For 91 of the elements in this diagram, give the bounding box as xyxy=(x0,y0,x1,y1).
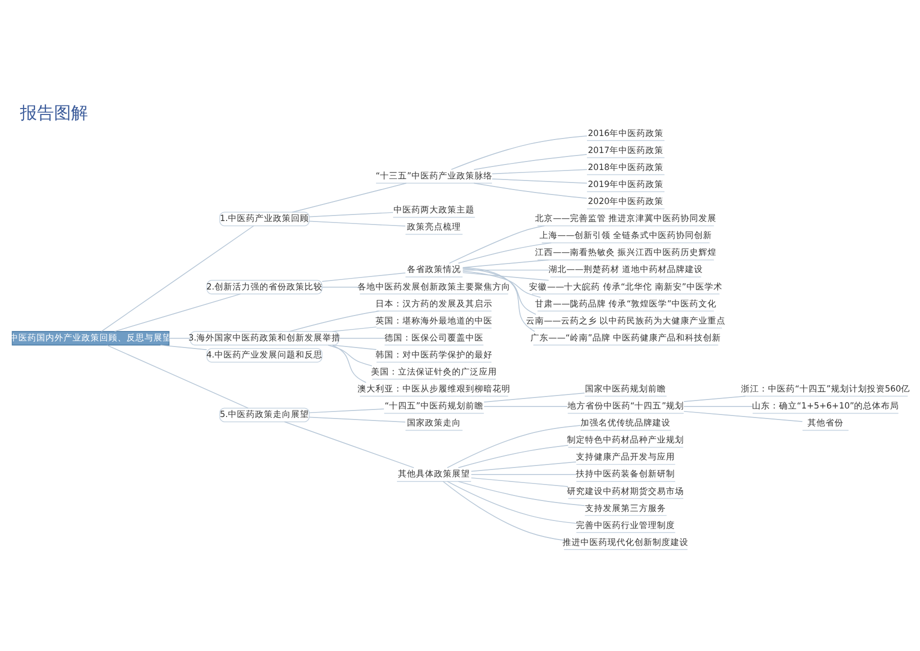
node-text: 德国：医保公司覆盖中医 xyxy=(384,333,484,344)
node-box: 1.中医药产业政策回顾 xyxy=(219,212,310,226)
connector xyxy=(448,225,545,264)
node-text: 推进中医药现代化创新制度建设 xyxy=(562,538,689,548)
node-box: 2.创新活力强的省份政策比较 xyxy=(206,280,322,294)
connector xyxy=(308,408,384,414)
connector xyxy=(470,477,568,487)
connector xyxy=(458,481,586,506)
connector xyxy=(458,444,569,468)
node-box: 5.中医药政策走向展望 xyxy=(219,408,310,422)
node-text: 国家政策走向 xyxy=(407,418,462,429)
connector xyxy=(462,268,536,315)
node-text: 韩国：对中医药学保护的最好 xyxy=(376,350,493,360)
node-text: 中医药两大政策主题 xyxy=(394,206,475,216)
node-text: 国家中医药规划前瞻 xyxy=(585,384,666,395)
node-text: 安徽——十大皖药 传承“北华佗 南新安”中医学术 xyxy=(529,282,722,292)
connector xyxy=(332,344,366,383)
node-text: 2020年中医药政策 xyxy=(588,197,664,208)
node-text: 其他省份 xyxy=(808,418,844,429)
connector xyxy=(338,338,385,339)
node-text: 山东：确立“1+5+6+10”的总体布局 xyxy=(752,402,900,412)
connector xyxy=(683,406,753,407)
connector xyxy=(446,425,581,468)
diagram-title: 报告图解 xyxy=(20,103,88,124)
node-text: 浙江：中医药“十四五”规划计划投资560亿 xyxy=(740,384,910,395)
connector xyxy=(462,272,550,281)
connector xyxy=(332,326,377,332)
connector xyxy=(308,416,406,422)
connector xyxy=(470,462,576,472)
connector xyxy=(168,338,191,339)
node-text: 上海——创新引领 全链条式中医药协同创新 xyxy=(539,231,712,242)
connector xyxy=(322,286,360,288)
connector xyxy=(473,182,588,199)
connector xyxy=(446,481,577,524)
node-text: “十三五”中医药产业政策脉络 xyxy=(376,172,492,182)
connector xyxy=(683,396,746,402)
connector xyxy=(462,270,551,271)
connector xyxy=(492,178,588,184)
connector xyxy=(308,220,406,227)
connector xyxy=(322,272,406,282)
connector xyxy=(470,474,576,476)
connector xyxy=(462,267,536,332)
connector xyxy=(492,169,588,174)
node-text: 湖北——荆楚药材 道地中药材品牌建设 xyxy=(548,265,704,276)
node-text: 美国：立法保证针灸的广泛应用 xyxy=(371,367,498,378)
connector xyxy=(328,344,372,366)
node-text: 甘肃——陇药品牌 传承“敦煌医学”中医药文化 xyxy=(534,299,717,310)
node-text: 日本：汉方药的发展及其启示 xyxy=(376,299,493,310)
connector xyxy=(442,481,564,541)
node-text: 扶持中医药装备创新研制 xyxy=(576,470,676,480)
node-text: 支持健康产品开发与应用 xyxy=(576,452,676,463)
node-text: 澳大利亚：中医从步履维艰到柳暗花明 xyxy=(358,384,511,395)
node-text: 各省政策情况 xyxy=(407,265,462,276)
connector xyxy=(101,226,254,332)
connector xyxy=(458,242,552,264)
node-text: 各地中医药发展创新政策主要聚焦方向 xyxy=(358,282,511,292)
connector xyxy=(683,410,803,422)
connector xyxy=(450,135,588,170)
node-text: 2016年中医药政策 xyxy=(588,128,664,139)
connector xyxy=(289,310,380,332)
connector xyxy=(462,270,542,298)
node-text: 政策亮点梳理 xyxy=(407,222,462,233)
connector xyxy=(292,182,407,213)
connector xyxy=(462,259,550,268)
node-text: 完善中医药行业管理制度 xyxy=(576,520,676,531)
node-text: 2018年中医药政策 xyxy=(588,163,664,173)
node-text: 2017年中医药政策 xyxy=(588,146,664,156)
node-text: 制定特色中药材品种产业规划 xyxy=(567,436,684,446)
node-text: 2019年中医药政策 xyxy=(588,180,664,190)
connector xyxy=(114,294,241,332)
connector xyxy=(284,421,414,468)
node-box: 3.海外国家中医药政策和创新发展举措 xyxy=(190,331,339,346)
node-text: 地方省份中医药“十四五”规划 xyxy=(567,402,684,412)
connector xyxy=(473,154,588,170)
node-text: 英国：堪称海外最地道的中医 xyxy=(376,316,493,326)
node-text: “十四五”中医药规划前瞻 xyxy=(384,402,484,412)
connector xyxy=(308,212,394,218)
node-text: 加强名优传统品牌建设 xyxy=(580,418,671,429)
connector xyxy=(160,344,208,350)
node-text: 研究建设中药材期货交易市场 xyxy=(567,486,684,497)
node-box: 4.中医药产业发展问题和反思 xyxy=(206,348,322,363)
node-text: 其他具体政策展望 xyxy=(398,470,470,480)
connector xyxy=(484,392,585,402)
connector xyxy=(484,406,568,407)
node-text: 支持发展第三方服务 xyxy=(585,504,666,514)
connector xyxy=(106,344,249,409)
node-text: 广东——“岭南”品牌 中医药健康产品和科技创新 xyxy=(530,333,722,344)
connector xyxy=(332,344,377,350)
node-text: 江西——南看热敏灸 振兴江西中医药历史辉煌 xyxy=(534,248,717,258)
node-text: 北京——完善监管 推进京津冀中医药协同发展 xyxy=(534,214,717,224)
node-text: 云南——云药之乡 以中药民族药为大健康产业重点 xyxy=(526,316,726,326)
